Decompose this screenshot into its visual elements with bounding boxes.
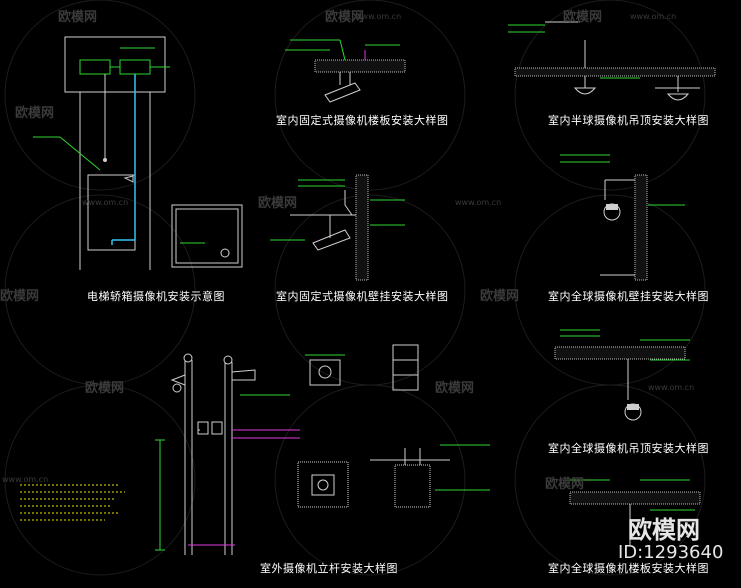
fixed-floor-panel <box>285 39 406 103</box>
watermark-brand: 欧模网 <box>258 196 298 211</box>
fixed-wall-panel <box>270 174 405 281</box>
badge-id: ID:1293640 <box>618 542 724 563</box>
panel-title-outdoor-pole: 室外摄像机立杆安装大样图 <box>260 562 398 575</box>
panel-title-fixed-wall: 室内固定式摄像机壁挂安装大样图 <box>276 290 449 303</box>
watermark-brand: 欧模网 <box>15 106 55 121</box>
watermark-url: www.om.cn <box>630 12 677 21</box>
panel-title-elevator: 电梯轿箱摄像机安装示意图 <box>87 290 225 303</box>
panel-title-half-dome-ceiling: 室内半球摄像机吊顶安装大样图 <box>548 114 709 127</box>
watermark-url: www.om.cn <box>648 383 695 392</box>
dome-wall-panel <box>560 154 685 281</box>
panel-title-dome-ceiling: 室内全球摄像机吊顶安装大样图 <box>548 442 709 455</box>
watermark-url: www.om.cn <box>355 12 402 21</box>
watermark-brand: 欧模网 <box>58 10 98 25</box>
foundation-details <box>297 344 490 508</box>
dome-floor-panel <box>569 479 701 545</box>
panel-title-dome-wall: 室内全球摄像机壁挂安装大样图 <box>548 290 709 303</box>
half-dome-ceiling-panel <box>508 21 716 101</box>
watermark-circles <box>4 0 706 576</box>
badge-brand: 欧模网 <box>628 516 700 544</box>
watermark-brand: 欧模网 <box>325 10 365 25</box>
panel-title-dome-floor: 室内全球摄像机楼板安装大样图 <box>548 562 709 575</box>
watermark-brand: 欧模网 <box>85 381 125 396</box>
watermark-brand: 欧模网 <box>545 477 585 492</box>
dome-ceiling-panel <box>554 329 690 421</box>
watermark-url: www.om.cn <box>2 475 49 484</box>
watermark-brand: 欧模网 <box>563 10 603 25</box>
elevator-panel <box>33 36 243 270</box>
outdoor-pole-panel <box>20 353 300 555</box>
watermark-brand: 欧模网 <box>0 289 40 304</box>
watermark-url: www.om.cn <box>82 198 129 207</box>
watermark-url: www.om.cn <box>455 198 502 207</box>
panel-title-fixed-floor: 室内固定式摄像机楼板安装大样图 <box>276 114 449 127</box>
watermark-brand: 欧模网 <box>435 381 475 396</box>
watermark-brand: 欧模网 <box>480 289 520 304</box>
